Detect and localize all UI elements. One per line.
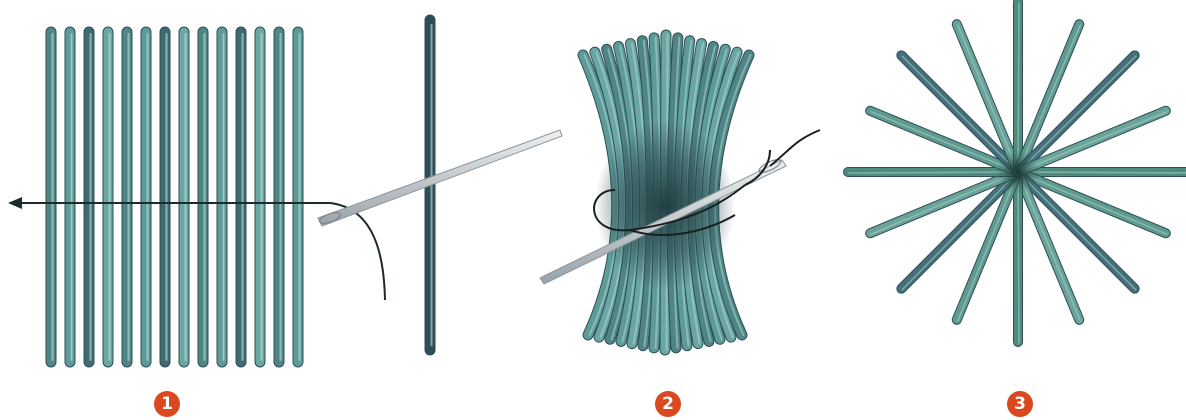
spoke-15-highlight	[1018, 56, 1136, 172]
arrow-left-icon	[8, 197, 22, 209]
spoke-9-highlight	[849, 172, 1018, 173]
spoke-13-highlight	[1018, 3, 1019, 172]
step-3-badge: 3	[1007, 391, 1033, 417]
spoke-11-highlight	[902, 56, 1018, 172]
spoke-3-highlight	[1018, 172, 1136, 290]
needle-icon	[318, 130, 562, 226]
center-knot	[996, 150, 1040, 194]
spoke-1-highlight	[1018, 172, 1186, 173]
step-2-illustration	[540, 35, 820, 350]
step-2-badge: 2	[655, 391, 681, 417]
thread-tail	[770, 130, 820, 166]
spoke-5-highlight	[1018, 172, 1019, 343]
spoke-7-highlight	[902, 172, 1018, 290]
step-3-illustration	[848, 2, 1186, 343]
step-1-badge: 1	[154, 391, 180, 417]
step-1-illustration	[8, 20, 562, 362]
